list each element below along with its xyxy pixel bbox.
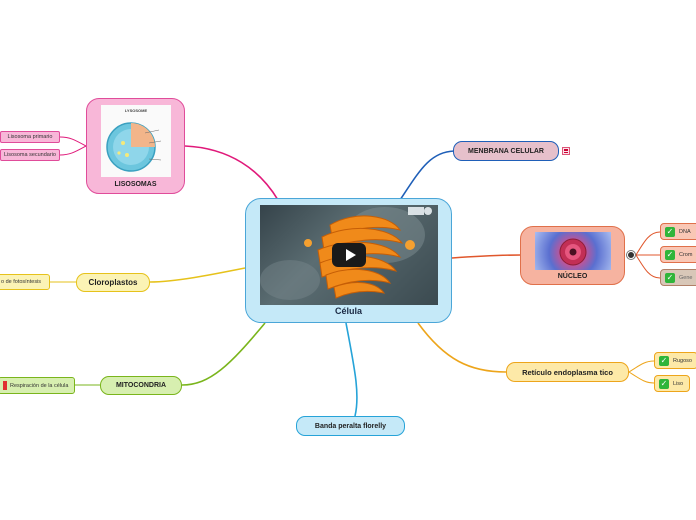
lysosome-drawing (106, 122, 162, 172)
node-liso[interactable]: ✓ Liso (654, 375, 690, 392)
nucleo-label: NÚCLEO (557, 273, 588, 280)
link-lisosomas (184, 145, 279, 201)
node-rugoso[interactable]: ✓ Rugoso (654, 352, 696, 369)
check-icon: ✓ (665, 249, 675, 260)
node-fotosintesis[interactable]: o de fotosíntesis (0, 274, 50, 290)
reticulo-label: Retículo endoplasma tico (522, 367, 613, 377)
link-reticulo (417, 322, 507, 373)
lysosome-image-title: LYSOSOME (124, 108, 148, 113)
check-icon: ✓ (665, 226, 675, 237)
banda-label: Banda peralta florelly (314, 422, 387, 430)
node-genes[interactable]: ✓ Gene (660, 269, 696, 286)
mitocondria-label: MITOCONDRIA (115, 382, 167, 389)
liso-label: Liso (673, 380, 684, 387)
respiracion-label: Respiración de la célula (10, 382, 69, 389)
central-title: Célula (334, 306, 362, 316)
link-lis-primario (59, 136, 87, 147)
golgi-illustration (260, 207, 432, 300)
check-icon: ✓ (665, 272, 675, 283)
dna-label: DNA (679, 228, 691, 235)
nucleus-drawing (559, 238, 587, 266)
node-lisosomas[interactable]: LYSOSOME LISOSOMAS (86, 98, 185, 194)
node-reticulo-endoplasmatico[interactable]: Retículo endoplasma tico (506, 362, 629, 382)
node-nucleo[interactable]: NÚCLEO (520, 226, 625, 285)
cromo-label: Crom (679, 251, 693, 258)
genes-label: Gene (679, 274, 693, 281)
link-rugoso (628, 360, 655, 373)
link-banda (345, 322, 358, 417)
link-dna (635, 231, 661, 256)
link-mitocondria (181, 322, 266, 386)
link-membrana (399, 150, 455, 201)
check-icon: ✓ (659, 378, 669, 389)
link-lis-secundario (59, 145, 87, 156)
node-banda-peralta[interactable]: Banda peralta florelly (296, 416, 405, 436)
membrana-label: MENBRANA CELULAR (468, 147, 544, 155)
play-icon (345, 249, 356, 261)
node-mitocondria[interactable]: MITOCONDRIA (100, 376, 182, 395)
link-genes (635, 254, 661, 279)
check-icon: ✓ (659, 355, 669, 366)
collapse-toggle[interactable] (627, 251, 635, 259)
link-nucleo (451, 254, 522, 259)
node-cloroplastos[interactable]: Cloroplastos (76, 273, 150, 292)
cloroplastos-label: Cloroplastos (88, 278, 138, 287)
fotosintesis-label: o de fotosíntesis (1, 279, 42, 285)
notes-icon[interactable] (562, 147, 570, 155)
node-cromosomas[interactable]: ✓ Crom (660, 246, 696, 263)
node-lisosoma-primario[interactable]: Lisosoma primario (0, 131, 60, 143)
play-button[interactable] (332, 243, 366, 267)
rugoso-label: Rugoso (673, 357, 692, 364)
node-respiracion[interactable]: Respiración de la célula (0, 377, 75, 394)
red-marker-icon (3, 381, 7, 390)
node-membrana-celular[interactable]: MENBRANA CELULAR (453, 141, 559, 161)
lisosoma-primario-label: Lisosoma primario (7, 134, 53, 140)
node-lisosoma-secundario[interactable]: Lisosoma secundario (0, 149, 60, 161)
lisosomas-label: LISOSOMAS (114, 181, 157, 188)
nucleus-image (535, 232, 611, 270)
lysosome-image: LYSOSOME (101, 105, 171, 177)
link-cloroplastos (149, 267, 246, 283)
link-liso (628, 371, 655, 384)
node-dna[interactable]: ✓ DNA (660, 223, 696, 240)
central-node[interactable]: Célula (245, 198, 452, 323)
video-thumbnail[interactable] (260, 205, 438, 305)
lisosoma-secundario-label: Lisosoma secundario (4, 152, 56, 158)
